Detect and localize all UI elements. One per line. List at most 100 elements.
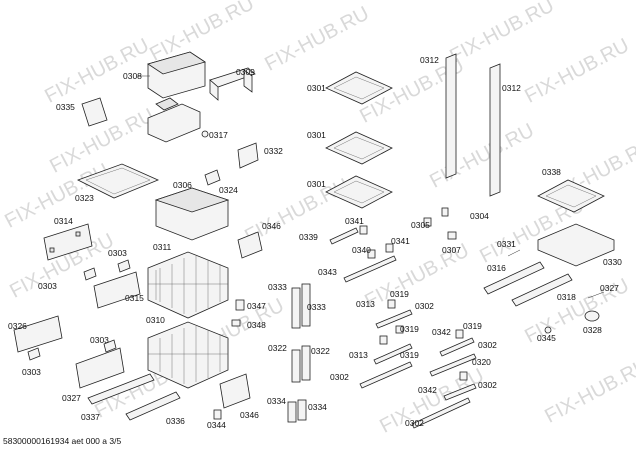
callout-label: 0327 (62, 393, 81, 403)
basket-0310 (147, 321, 229, 389)
callout-label: 0327 (600, 283, 619, 293)
clip-0303-b (117, 259, 131, 273)
callout-label: 0324 (219, 185, 238, 195)
clip-0319-b (379, 335, 388, 345)
callout-label: 0312 (502, 83, 521, 93)
callout-label: 0344 (207, 420, 226, 430)
callout-label: 0302 (405, 418, 424, 428)
callout-label: 0318 (557, 292, 576, 302)
callout-label: 0333 (307, 302, 326, 312)
clip-0340 (367, 249, 376, 259)
pin-0331 (507, 249, 521, 257)
panel-0346-bottom (219, 373, 251, 409)
callout-label: 0316 (487, 263, 506, 273)
clip-0319-c (455, 329, 464, 339)
pin-0327 (587, 291, 605, 299)
rail-0342-b (443, 383, 477, 401)
callout-label: 0312 (420, 55, 439, 65)
callout-label: 0342 (418, 385, 437, 395)
drawer-0306 (154, 187, 230, 241)
panel-0346-top (237, 231, 263, 259)
callout-label: 0341 (391, 236, 410, 246)
callout-label: 0306 (173, 180, 192, 190)
screw-0345 (544, 326, 552, 334)
callout-label: 0341 (345, 216, 364, 226)
callout-label: 0310 (146, 315, 165, 325)
callout-label: 0338 (542, 167, 561, 177)
callout-label: 0319 (390, 289, 409, 299)
callout-label: 0308 (123, 71, 142, 81)
callout-label: 0346 (262, 221, 281, 231)
clip-0348 (231, 319, 241, 327)
shelf-0301-c (325, 175, 393, 209)
clip-0347 (235, 299, 245, 311)
small-cover-part (81, 97, 108, 127)
bracket-part (209, 67, 256, 101)
callout-label: 0323 (75, 193, 94, 203)
clip-0324 (204, 169, 221, 186)
callout-label: 0322 (311, 346, 330, 356)
callout-label: 0303 (90, 335, 109, 345)
rail-0339 (329, 227, 359, 245)
callout-label: 0336 (166, 416, 185, 426)
panel-0325 (13, 315, 63, 353)
rail-0313-b (373, 343, 413, 365)
callout-label: 0303 (108, 248, 127, 258)
callout-label: 0311 (153, 242, 172, 252)
post-0333-b (301, 283, 311, 327)
callout-label: 0302 (478, 380, 497, 390)
rail-0336 (125, 391, 181, 421)
ice-box-part (137, 51, 206, 99)
callout-label: 0319 (400, 324, 419, 334)
ice-maker-part (147, 97, 209, 143)
callout-label: 0339 (299, 232, 318, 242)
callout-label: 0347 (247, 301, 266, 311)
callout-label: 0333 (268, 282, 287, 292)
shelf-0301-a (325, 71, 393, 105)
callout-label: 0348 (247, 320, 266, 330)
post-0312-a (445, 53, 457, 179)
callout-label: 0346 (240, 410, 259, 420)
clip-0341-b (385, 243, 394, 253)
rail-0313-a (375, 309, 413, 329)
callout-label: 0301 (307, 130, 326, 140)
basket-0311 (147, 251, 229, 319)
callout-label: 0335 (56, 102, 75, 112)
callout-label: 0330 (603, 257, 622, 267)
callout-label: 0302 (478, 340, 497, 350)
panel-0326 (75, 347, 125, 389)
ring-0328 (584, 310, 600, 322)
callout-label: 0301 (307, 179, 326, 189)
callout-label: 0334 (267, 396, 286, 406)
callout-label: 0307 (442, 245, 461, 255)
clip-0303-a (83, 267, 97, 281)
post-0312-b (489, 63, 501, 197)
callout-label: 0314 (54, 216, 73, 226)
shelf-0301-b (325, 131, 393, 165)
clip-0302-a (395, 325, 404, 334)
post-0322-a (291, 349, 301, 383)
callout-label: 0313 (356, 299, 375, 309)
callout-label: 0331 (497, 239, 516, 249)
callout-label: 0317 (209, 130, 228, 140)
callout-label: 0326 (8, 321, 27, 331)
shelf-0338 (537, 179, 605, 213)
clip-0319-d (459, 371, 468, 381)
callout-label: 0328 (583, 325, 602, 335)
post-0333-a (291, 287, 301, 329)
post-0334-b (297, 399, 307, 421)
rail-0302-a (359, 361, 413, 389)
panel-0315 (93, 271, 141, 309)
callout-label: 0332 (264, 146, 283, 156)
callout-label: 0304 (470, 211, 489, 221)
clip-0307 (447, 231, 457, 240)
rail-0302-c (411, 397, 471, 429)
rail-0318 (511, 273, 573, 307)
callout-label: 0303 (22, 367, 41, 377)
post-0322-b (301, 345, 311, 381)
callout-label: 0301 (307, 83, 326, 93)
clip-0344 (213, 409, 222, 420)
rail-0342-a (439, 337, 475, 357)
callout-label: 0302 (330, 372, 349, 382)
